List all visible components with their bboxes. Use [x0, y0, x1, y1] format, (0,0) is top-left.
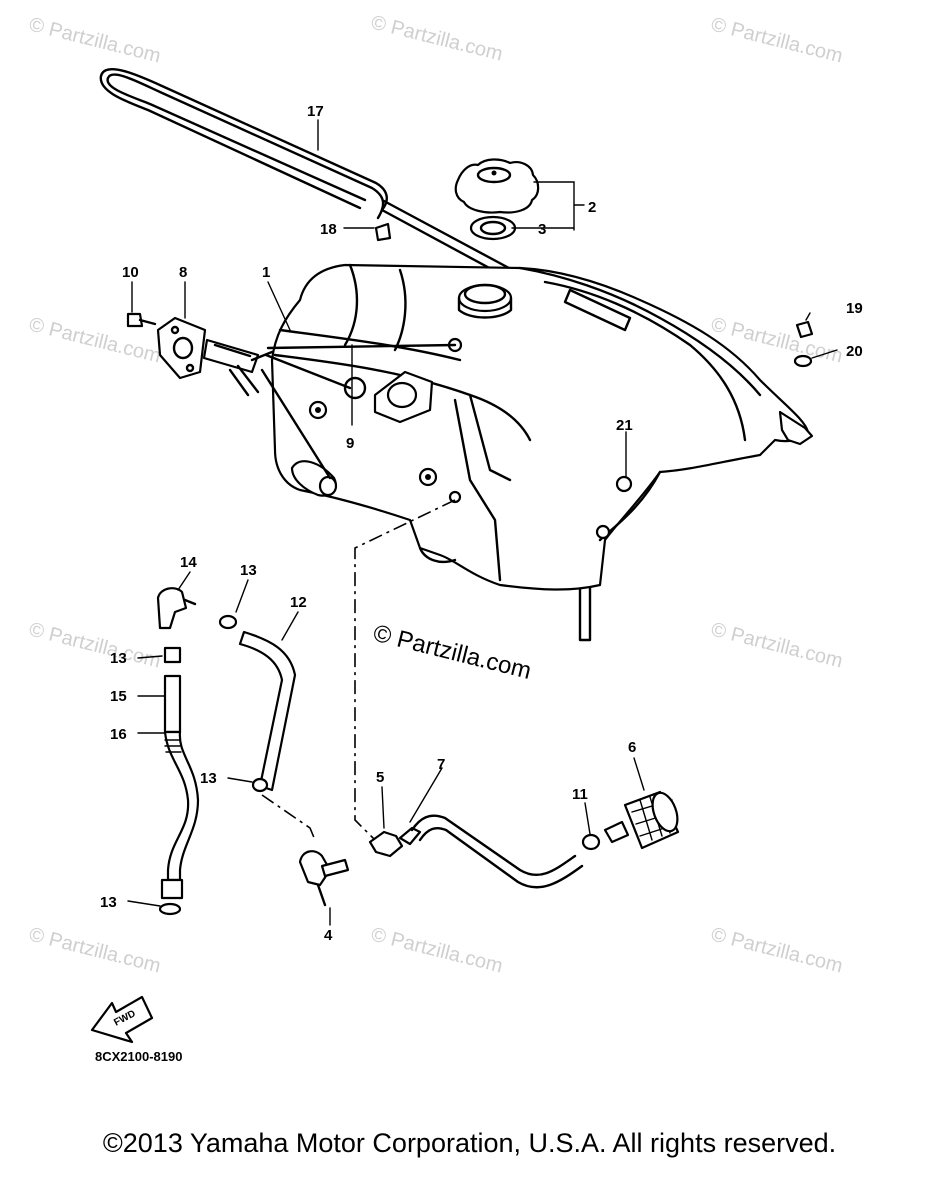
- watermark: © Partzilla.com: [709, 14, 845, 68]
- dashed-guide: [261, 794, 316, 841]
- part-labels: 17 2 3 18 10 8 1 19 20 9 21 14 13 12 13 …: [100, 103, 863, 944]
- leader-lines: [127, 119, 838, 926]
- part-label-11: 11: [572, 786, 588, 803]
- part-label-7: 7: [437, 756, 445, 773]
- part-label-9: 9: [346, 435, 354, 452]
- watermark: © Partzilla.com: [709, 924, 845, 978]
- part-label-18: 18: [320, 221, 337, 238]
- watermark: © Partzilla.com: [709, 619, 845, 673]
- watermark: © Partzilla.com: [369, 924, 505, 978]
- copyright-notice: ©2013 Yamaha Motor Corporation, U.S.A. A…: [102, 1128, 837, 1158]
- part-label-3: 3: [538, 221, 546, 238]
- middle-hose-assembly: [218, 614, 297, 793]
- part-label-14: 14: [180, 554, 197, 571]
- part-label-13: 13: [100, 894, 117, 911]
- fuel-cock: [298, 850, 350, 907]
- part-label-1: 1: [262, 264, 270, 281]
- part-label-2: 2: [588, 199, 596, 216]
- dashed-guide: [354, 499, 456, 841]
- part-label-20: 20: [846, 343, 863, 360]
- part-label-5: 5: [376, 769, 384, 786]
- clip-21: [615, 475, 633, 493]
- part-label-6: 6: [628, 739, 636, 756]
- part-label-13: 13: [240, 562, 257, 579]
- watermark: © Partzilla.com: [27, 619, 163, 673]
- watermark-center: © Partzilla.com: [371, 620, 534, 685]
- watermark: © Partzilla.com: [369, 12, 505, 66]
- diagram-code: 8CX2100-8190: [95, 1049, 182, 1064]
- left-hose-assembly: [156, 587, 200, 916]
- tank-fitting-assembly: [126, 312, 457, 480]
- forward-arrow-icon: FWD: [90, 995, 154, 1044]
- part-label-17: 17: [307, 103, 324, 120]
- fuel-cap-assembly: [454, 158, 540, 241]
- part-label-4: 4: [324, 927, 333, 944]
- nut-and-washer: [793, 320, 814, 368]
- breather-cap: [374, 222, 392, 242]
- part-label-12: 12: [290, 594, 307, 611]
- fuel-line-assembly: [368, 790, 680, 889]
- fuel-tank: [270, 263, 814, 591]
- part-label-10: 10: [122, 264, 139, 281]
- part-label-8: 8: [179, 264, 187, 281]
- part-label-13: 13: [200, 770, 217, 787]
- part-label-13: 13: [110, 650, 127, 667]
- watermark: © Partzilla.com: [27, 924, 163, 978]
- part-label-16: 16: [110, 726, 127, 743]
- part-label-21: 21: [616, 417, 633, 434]
- part-label-15: 15: [110, 688, 127, 705]
- watermark: © Partzilla.com: [27, 14, 163, 68]
- part-label-19: 19: [846, 300, 863, 317]
